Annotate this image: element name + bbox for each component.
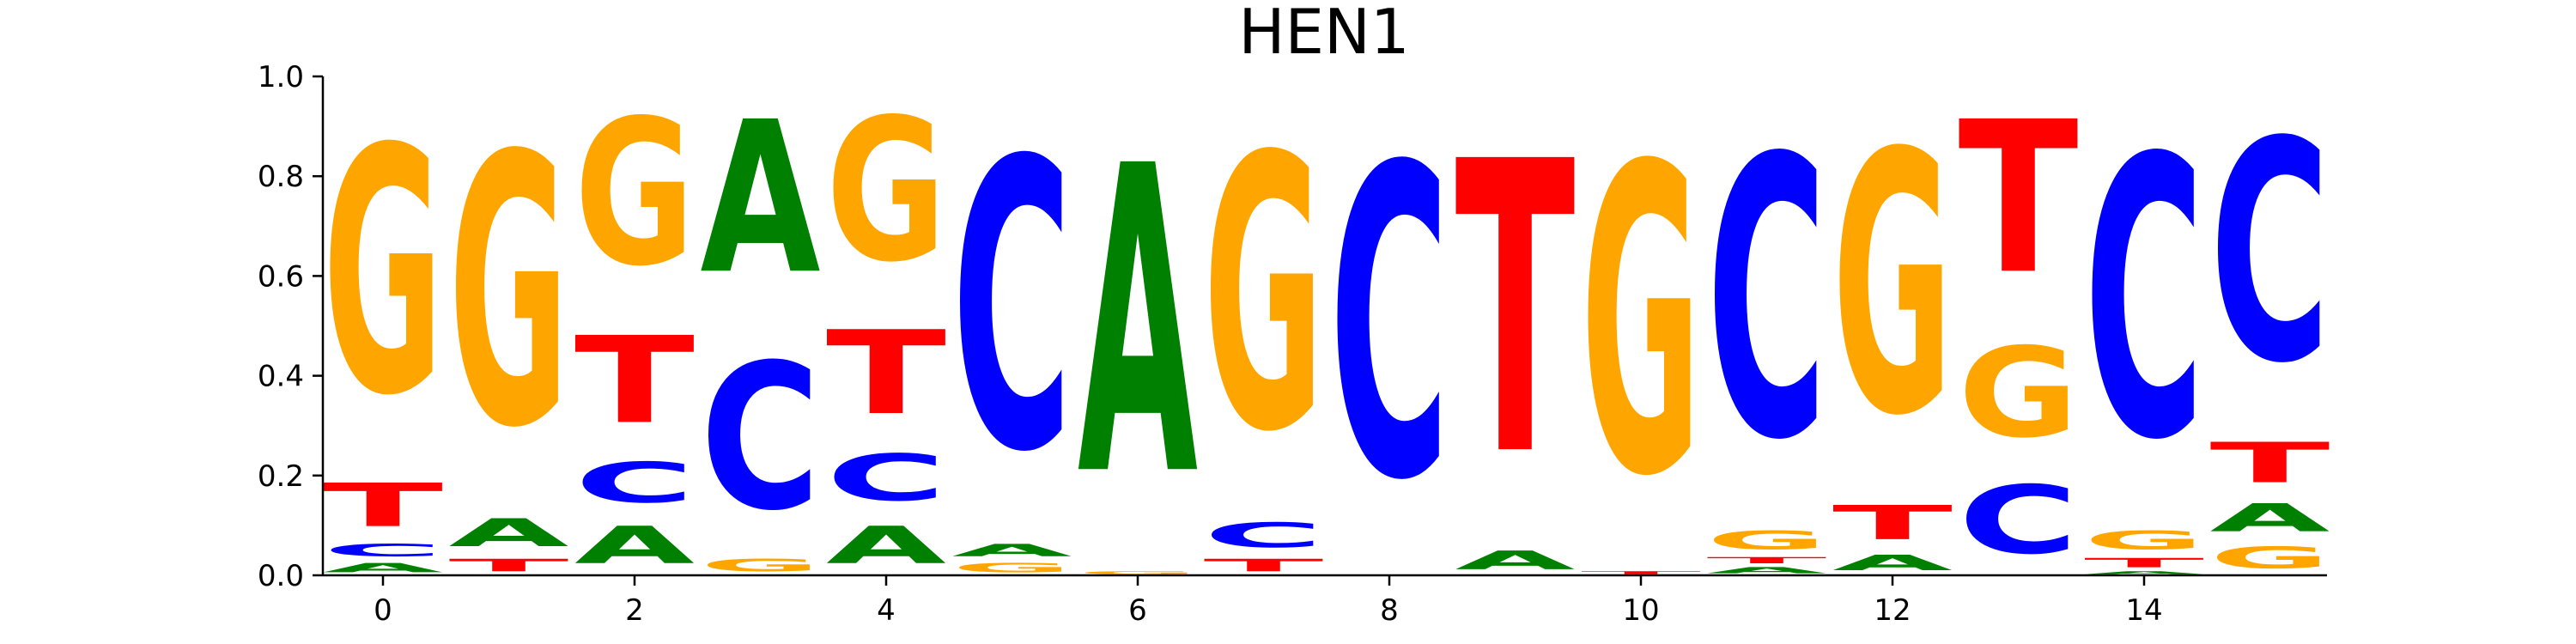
- logo-letter-c: C: [1707, 78, 1827, 525]
- logo-letter-c: C: [2084, 78, 2204, 525]
- logo-letter-t: T: [574, 312, 695, 451]
- x-tick-label: 14: [2125, 593, 2162, 628]
- logo-letter-t: T: [1959, 77, 2079, 320]
- logo-letter-c: C: [701, 322, 821, 556]
- logo-letter-g: G: [1581, 76, 1701, 568]
- x-tick-label: 6: [1128, 593, 1147, 628]
- y-tick-label: 0.8: [258, 160, 304, 194]
- logo-letter-c: C: [2210, 77, 2330, 429]
- logo-letter-c: C: [1329, 77, 1449, 574]
- logo-letter-a: A: [2210, 496, 2330, 541]
- logo-letter-a: A: [1455, 545, 1576, 575]
- x-tick-label: 8: [1380, 593, 1399, 628]
- logo-letter-c: C: [574, 451, 695, 515]
- logo-letter-g: G: [323, 78, 443, 471]
- logo-letter-t: T: [2210, 431, 2330, 495]
- logo-letter-a: A: [701, 76, 821, 320]
- y-tick-label: 0.6: [258, 259, 304, 294]
- logo-letter-c: C: [1204, 516, 1324, 556]
- y-tick-label: 0.2: [258, 459, 304, 494]
- logo-letter-g: G: [2210, 541, 2330, 575]
- logo-letter-c: C: [826, 441, 946, 515]
- logo-letter-a: A: [1707, 565, 1827, 575]
- y-tick-label: 0.0: [258, 559, 304, 593]
- logo-letter-t: T: [2084, 556, 2204, 570]
- logo-letter-a: A: [449, 511, 569, 556]
- x-tick-label: 0: [374, 593, 392, 628]
- y-tick-label: 0.4: [258, 360, 304, 394]
- logo-letter-g: G: [1832, 78, 1953, 495]
- logo-letter-a: A: [323, 561, 443, 575]
- logo-letter-t: T: [1832, 496, 1953, 550]
- logo-letter-g: G: [574, 77, 695, 311]
- logo-letter-a: A: [826, 515, 946, 574]
- logo-letter-g: G: [449, 78, 569, 509]
- logo-letter-g: G: [2084, 526, 2204, 556]
- logo-letter-a: A: [574, 515, 695, 574]
- logo-letter-g: G: [1078, 570, 1198, 575]
- logo-letter-a: A: [1078, 78, 1199, 569]
- x-tick-label: 12: [1874, 593, 1911, 628]
- logo-letter-t: T: [826, 306, 946, 440]
- logo-letter-t: T: [1204, 556, 1324, 575]
- logo-letter-t: T: [1455, 78, 1577, 545]
- logo-letter-t: T: [323, 471, 443, 541]
- logo-letter-g: G: [701, 556, 821, 575]
- x-axis-ticks: 0 2 4 6 8 10 12 14: [374, 575, 2163, 628]
- logo-letter-t: T: [1581, 570, 1701, 575]
- y-tick-label: 1.0: [258, 60, 304, 94]
- logo-letter-g: G: [826, 77, 946, 306]
- x-tick-label: 10: [1622, 593, 1659, 628]
- logo-letter-t: T: [1707, 556, 1827, 566]
- x-tick-label: 2: [625, 593, 644, 628]
- logo-letter-t: T: [449, 556, 569, 575]
- x-tick-label: 4: [877, 593, 896, 628]
- logo-letter-c: C: [1959, 466, 2079, 575]
- chart-title: HEN1: [1238, 0, 1409, 68]
- logo-letter-g: G: [1204, 78, 1324, 515]
- logo-letter-c: C: [323, 540, 443, 560]
- y-axis-ticks: 0.0 0.2 0.4 0.6 0.8 1.0: [258, 60, 323, 593]
- logo-letter-c: C: [952, 78, 1072, 539]
- logo-letter-g: G: [1959, 321, 2079, 465]
- logo-letter-a: A: [952, 541, 1072, 561]
- logo-letter-a: A: [1832, 550, 1953, 575]
- axes: [321, 76, 2327, 577]
- logo-letter-g: G: [952, 561, 1072, 575]
- logo-letter-a: A: [2084, 570, 2204, 575]
- logo-letter-g: G: [1707, 526, 1827, 556]
